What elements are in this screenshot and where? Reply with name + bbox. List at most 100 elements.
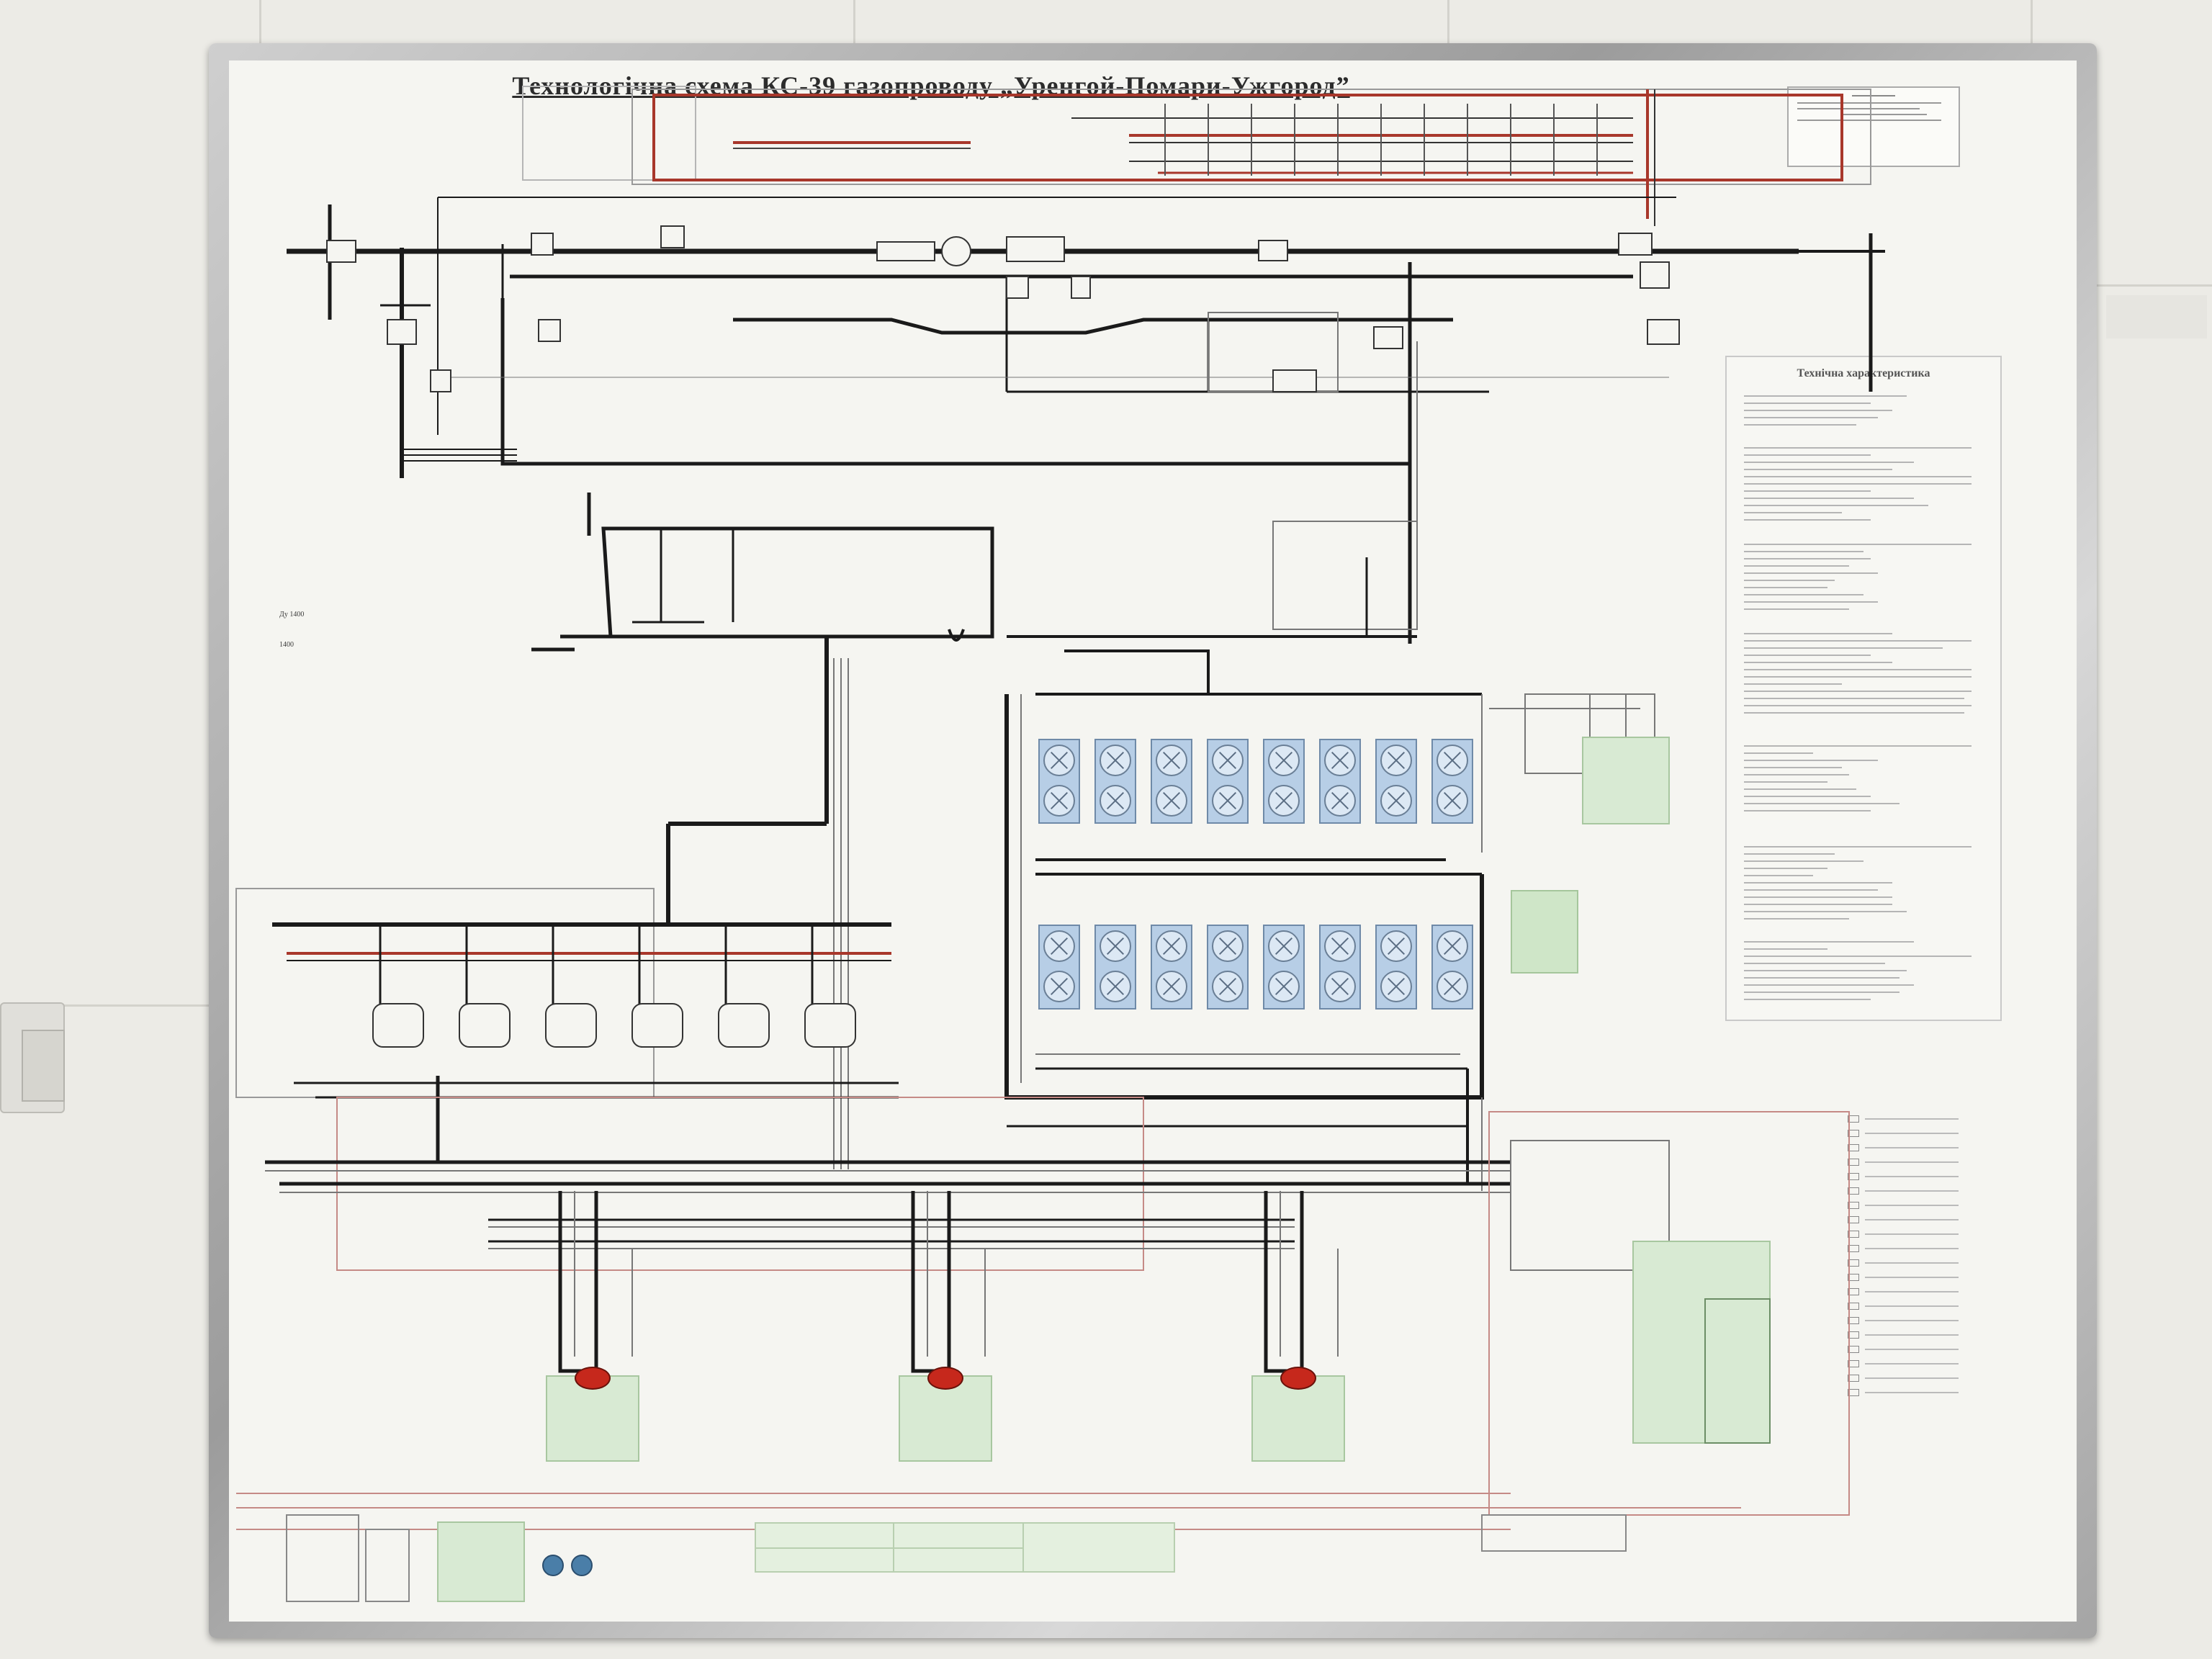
air-cooler-unit xyxy=(1263,925,1305,1010)
legend-row xyxy=(1848,1256,1977,1270)
fan-icon xyxy=(1100,930,1131,962)
fan-icon xyxy=(1380,971,1412,1002)
legend-text-line xyxy=(1865,1118,1959,1120)
symbols-legend xyxy=(1848,1094,1977,1483)
turbine-icon xyxy=(575,1367,611,1390)
fan-icon xyxy=(1380,930,1412,962)
legend-row xyxy=(1848,1313,1977,1328)
wall-tile-seam xyxy=(1447,0,1449,45)
legend-symbol xyxy=(1848,1274,1859,1281)
ducts-left xyxy=(400,449,1418,1169)
wall-tile-seam xyxy=(853,0,855,45)
fan-icon xyxy=(1324,971,1356,1002)
legend-symbol xyxy=(1848,1375,1859,1382)
gas-compressor-unit-2 xyxy=(899,1367,992,1462)
fan-icon xyxy=(1437,785,1468,817)
legend-symbol xyxy=(1848,1187,1859,1195)
legend-row xyxy=(1848,1357,1977,1371)
air-cooler-unit xyxy=(1207,925,1249,1010)
fan-icon xyxy=(1268,971,1300,1002)
fan-icon xyxy=(1324,785,1356,817)
legend-text-line xyxy=(1865,1334,1959,1336)
lower-distribution xyxy=(236,1076,1850,1530)
compressor-units xyxy=(372,1003,856,1048)
inlet-label: Ду 1400 xyxy=(279,611,305,619)
air-cooler-unit xyxy=(1319,739,1361,824)
legend-row xyxy=(1848,1155,1977,1169)
legend-row xyxy=(1848,1299,1977,1313)
wall-tile-seam xyxy=(2031,0,2033,45)
fan-icon xyxy=(1268,930,1300,962)
air-cooler-unit xyxy=(1375,739,1417,824)
fan-icon xyxy=(1324,930,1356,962)
fan-icon xyxy=(1437,745,1468,776)
legend-text-line xyxy=(1865,1392,1959,1393)
control-systems-bar xyxy=(755,1522,1175,1573)
air-cooler-unit xyxy=(1151,925,1192,1010)
approval-stamp xyxy=(1787,86,1960,167)
fan-icon xyxy=(1043,971,1075,1002)
legend-symbol xyxy=(1848,1202,1859,1209)
legend-symbol xyxy=(1848,1288,1859,1295)
fan-icon xyxy=(1156,785,1187,817)
legend-text-line xyxy=(1865,1363,1959,1364)
fan-icon xyxy=(1437,930,1468,962)
air-cooler-unit xyxy=(1263,739,1305,824)
air-cooler-unit xyxy=(1038,739,1080,824)
wall-fixture-holder xyxy=(22,1030,65,1102)
fan-icon xyxy=(1100,785,1131,817)
cooler-frame xyxy=(1004,649,1484,1191)
legend-text-line xyxy=(1865,1349,1959,1350)
legend-text-line xyxy=(1865,1277,1959,1278)
legend-row xyxy=(1848,1270,1977,1285)
legend-row xyxy=(1848,1241,1977,1256)
legend-text-line xyxy=(1865,1176,1959,1177)
legend-row xyxy=(1848,1213,1977,1227)
air-cooler-unit xyxy=(1431,925,1473,1010)
legend-text-line xyxy=(1865,1133,1959,1134)
turbine-icon xyxy=(1280,1367,1316,1390)
legend-symbol xyxy=(1848,1259,1859,1267)
legend-text-line xyxy=(1865,1291,1959,1292)
aux-upper-system xyxy=(1481,693,1670,853)
legend-text-line xyxy=(1865,1219,1959,1220)
air-cooler-unit xyxy=(1151,739,1192,824)
legend-text-line xyxy=(1865,1147,1959,1148)
technical-characteristics-panel: Технічна характеристика xyxy=(1725,356,2002,1021)
legend-symbol xyxy=(1848,1317,1859,1324)
legend-row xyxy=(1848,1169,1977,1184)
legend-symbol xyxy=(1848,1360,1859,1367)
fan-icon xyxy=(1156,930,1187,962)
inlet-label-2: 1400 xyxy=(279,641,294,649)
air-cooler-unit xyxy=(1038,925,1080,1010)
air-cooler-unit xyxy=(1094,925,1136,1010)
legend-text-line xyxy=(1865,1248,1959,1249)
bottom-left-schematics xyxy=(286,1514,1627,1602)
legend-text-line xyxy=(1865,1205,1959,1206)
fan-icon xyxy=(1156,745,1187,776)
legend-symbol xyxy=(1848,1173,1859,1180)
fan-icon xyxy=(1380,785,1412,817)
legend-symbol xyxy=(1848,1331,1859,1339)
legend-symbol xyxy=(1848,1159,1859,1166)
fan-icon xyxy=(1212,930,1244,962)
legend-row xyxy=(1848,1198,1977,1213)
legend-row xyxy=(1848,1285,1977,1299)
air-cooler-unit xyxy=(1094,739,1136,824)
legend-row xyxy=(1848,1342,1977,1357)
compressor-manifold xyxy=(235,888,899,1099)
legend-symbol xyxy=(1848,1130,1859,1137)
aux-green-system xyxy=(1632,1241,1771,1444)
fan-icon xyxy=(1043,745,1075,776)
legend-symbol xyxy=(1848,1346,1859,1353)
fan-icon xyxy=(1212,785,1244,817)
legend-row xyxy=(1848,1328,1977,1342)
legend-symbol xyxy=(1848,1144,1859,1151)
fan-icon xyxy=(1043,930,1075,962)
air-cooler-unit xyxy=(1431,739,1473,824)
wall-tile-seam xyxy=(2097,284,2212,287)
fan-icon xyxy=(1324,745,1356,776)
legend-symbol xyxy=(1848,1231,1859,1238)
gas-compressor-unit-1 xyxy=(546,1367,639,1462)
legend-text-line xyxy=(1865,1233,1959,1235)
